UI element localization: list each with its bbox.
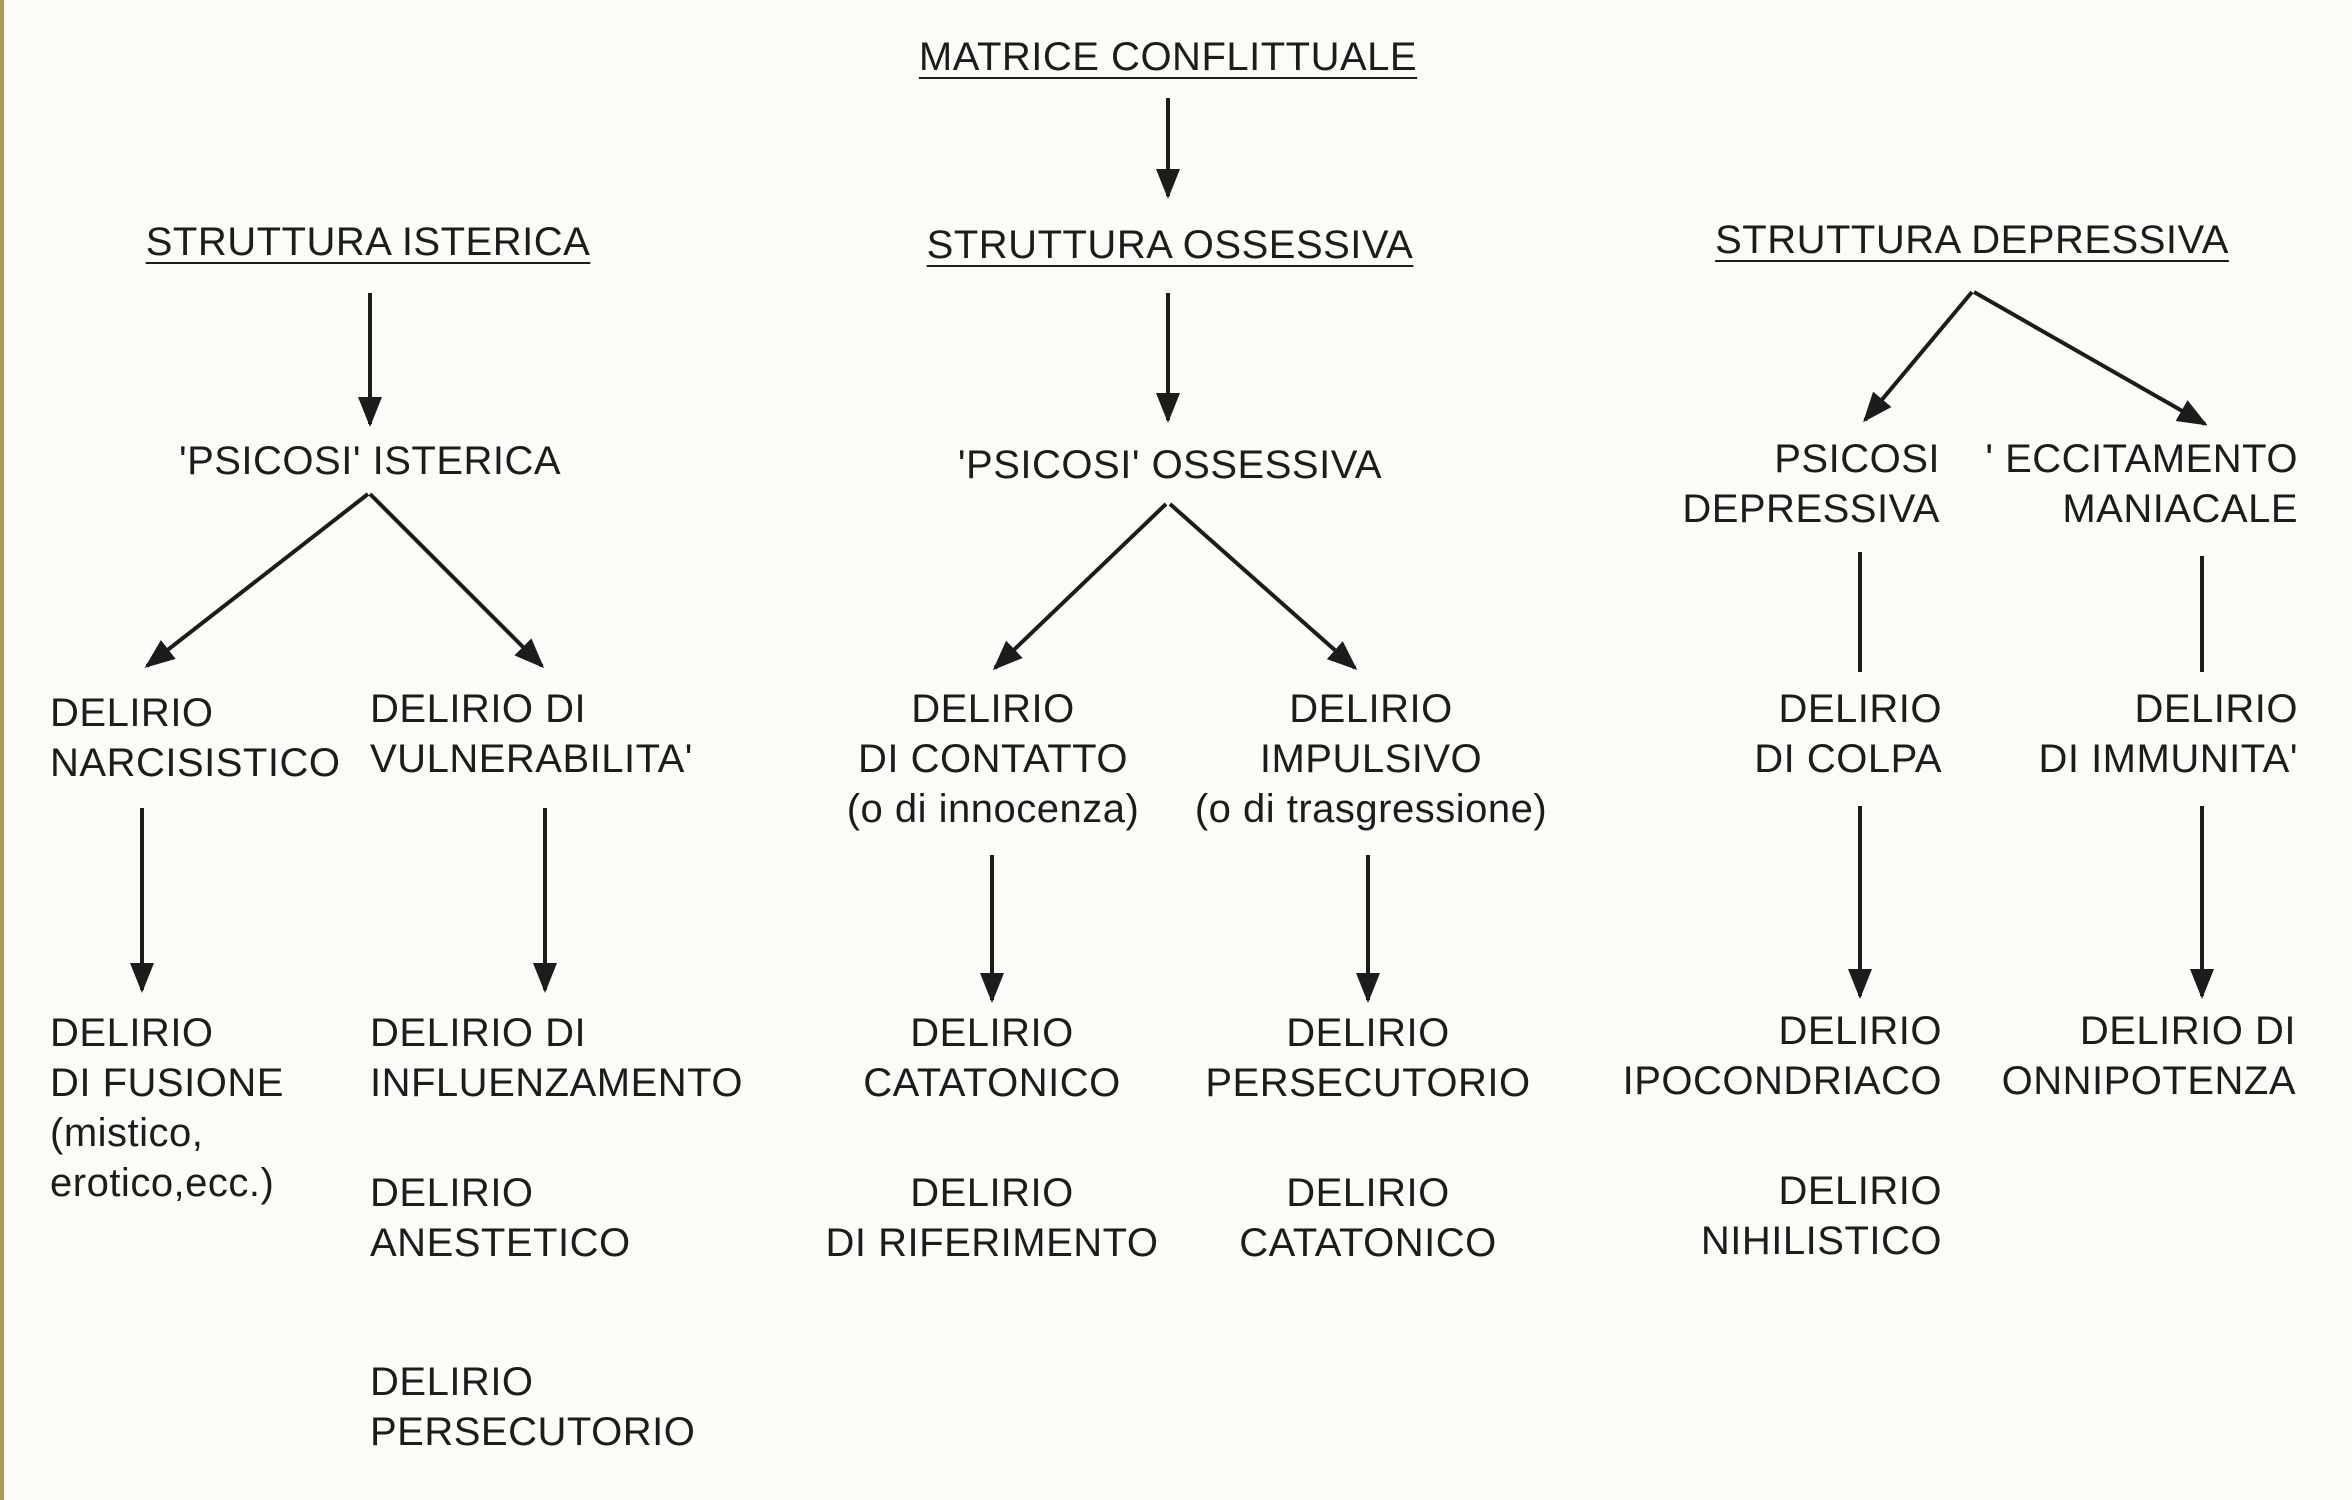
node-delirio-contatto: DELIRIO DI CONTATTO (o di innocenza) [846,687,1140,831]
node-delirio-anestetico: DELIRIO ANESTETICO [370,1171,631,1265]
page-edge [0,0,4,1500]
arrow-depressiva-to-psicosi [1863,290,1974,423]
node-delirio-vulnerabilita: DELIRIO DI VULNERABILITA' [370,687,693,781]
node-delirio-influenzamento: DELIRIO DI INFLUENZAMENTO [370,1011,743,1105]
node-delirio-nihilistico: DELIRIO NIHILISTICO [1700,1169,1942,1263]
node-root: MATRICE CONFLITTUALE [918,35,1418,79]
node-delirio-fusione: DELIRIO DI FUSIONE (mistico, erotico,ecc… [50,1011,284,1205]
node-struttura-depressiva: STRUTTURA DEPRESSIVA [1715,218,2229,262]
node-psicosi-ossessiva: 'PSICOSI' OSSESSIVA [957,443,1383,487]
arrow-psicosi-ossessiva-to-contatto [992,502,1168,671]
node-delirio-immunita: DELIRIO DI IMMUNITA' [2038,687,2298,781]
arrow-depressiva-to-eccitamento [1973,290,2208,426]
node-psicosi-depressiva: PSICOSI DEPRESSIVA [1682,437,1940,531]
node-delirio-narcisistico: DELIRIO NARCISISTICO [50,691,341,785]
node-struttura-ossessiva: STRUTTURA OSSESSIVA [926,223,1414,267]
node-delirio-catatonico-impulsivo: DELIRIO CATATONICO [1239,1171,1497,1265]
node-delirio-onnipotenza: DELIRIO DI ONNIPOTENZA [2001,1009,2296,1103]
node-delirio-riferimento: DELIRIO DI RIFERIMENTO [825,1171,1159,1265]
node-struttura-isterica: STRUTTURA ISTERICA [145,220,591,264]
node-delirio-impulsivo: DELIRIO IMPULSIVO (o di trasgressione) [1194,687,1548,831]
node-delirio-catatonico-contatto: DELIRIO CATATONICO [863,1011,1121,1105]
node-delirio-persecutorio-ossessiva: DELIRIO PERSECUTORIO [1205,1011,1531,1105]
arrow-psicosi-ossessiva-to-impulsivo [1168,502,1358,670]
node-eccitamento-maniacale: ' ECCITAMENTO MANIACALE [1985,437,2298,531]
arrow-psicosi-isterica-to-narcisistico [144,492,370,668]
node-delirio-colpa: DELIRIO DI COLPA [1754,687,1942,781]
node-delirio-ipocondriaco: DELIRIO IPOCONDRIACO [1622,1009,1942,1103]
node-psicosi-isterica: 'PSICOSI' ISTERICA [178,439,562,483]
node-delirio-persecutorio-isterica: DELIRIO PERSECUTORIO [370,1360,696,1454]
arrow-psicosi-isterica-to-vulnerabilita [368,492,545,669]
